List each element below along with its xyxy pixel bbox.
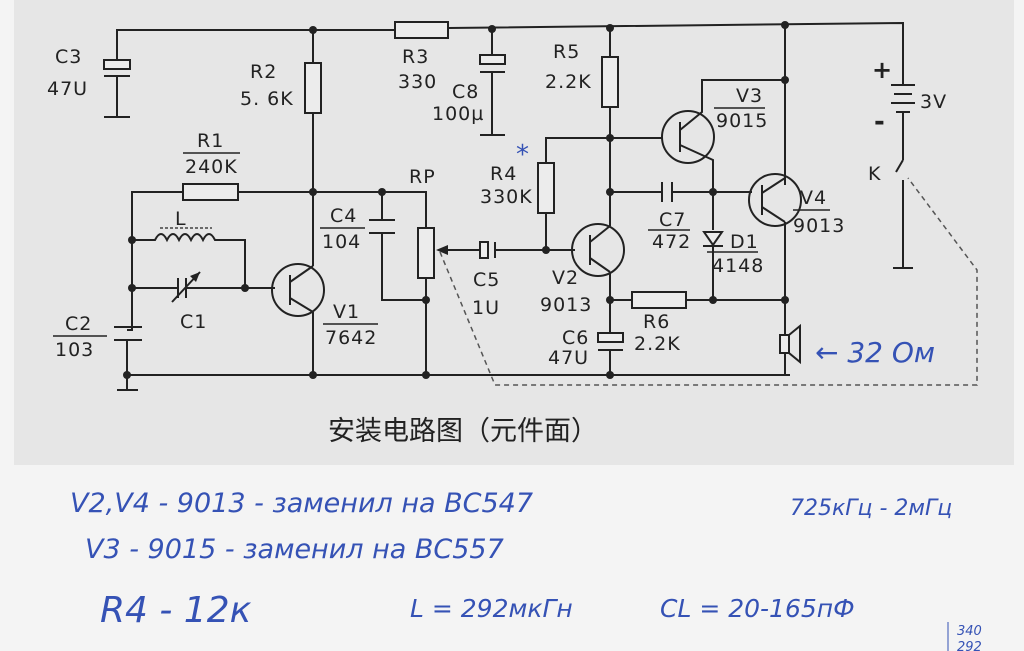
value-r2: 5. 6K [240,88,294,110]
label-c4: C4 [330,205,357,227]
value-v3: 9015 [716,110,768,132]
label-r4: R4 [490,163,517,185]
label-d1: D1 [730,231,759,253]
dashed-link [439,177,978,386]
note-capacitance: CL = 20-165пФ [660,594,855,623]
value-r1: 240K [185,156,238,178]
label-rp: RP [409,166,436,188]
label-c2: C2 [65,313,92,335]
r4-asterisk: * [516,140,529,170]
inductor-l [132,233,246,288]
diagram-title: 安装电路图（元件面） [328,416,598,447]
label-v4: V4 [800,187,827,209]
value-r6: 2.2K [634,333,681,355]
value-r3: 330 [398,71,437,93]
battery-plus: + [872,56,893,84]
note-corner-292: 292 [957,640,982,651]
top-rail-left [116,29,395,60]
capacitor-c3 [103,59,131,70]
value-c8: 100µ [432,103,484,125]
value-c6: 47U [548,347,589,369]
value-c4: 104 [322,231,361,253]
value-d1: 4148 [712,255,764,277]
label-c6: C6 [562,327,589,349]
capacitor-c8 [479,54,506,65]
label-v3: V3 [736,85,763,107]
transistor-v4 [748,173,802,227]
capacitor-c5 [479,241,489,259]
label-v1: V1 [333,301,360,323]
battery-voltage: 3V [920,91,947,113]
transistor-v1 [271,263,325,317]
battery-minus: - [874,107,886,137]
note-r4: R4 - 12к [100,590,252,631]
value-r4: 330K [480,186,533,208]
value-v2: 9013 [540,294,592,316]
label-c7: C7 [659,209,686,231]
value-c2: 103 [55,339,94,361]
label-c3: C3 [55,46,82,68]
resistor-r3 [394,21,449,39]
speaker [779,334,790,354]
label-k: K [868,163,881,185]
note-corner-340: 340 [957,624,982,639]
top-rail-right [447,21,904,85]
note-frequency: 725кГц - 2мГц [790,496,952,521]
switch-k [895,159,904,173]
transistor-v3 [661,110,715,164]
value-v1: 7642 [325,327,377,349]
diode-d1 [702,231,724,247]
value-c3: 47U [47,78,88,100]
label-r6: R6 [643,311,670,333]
label-v2: V2 [552,267,579,289]
value-c7: 472 [652,231,691,253]
note-v2-v4: V2,V4 - 9013 - заменил на BC547 [70,488,533,519]
value-c5: 1U [472,297,500,319]
label-r2: R2 [250,61,277,83]
label-c1: C1 [180,311,207,333]
value-v4: 9013 [793,215,845,237]
component-labels: C3 47U R2 5. 6K R3 330 C8 100µ R5 2.2K R… [47,41,947,369]
handwritten-notes: * ← 32 Ом V2,V4 - 9013 - заменил на BC54… [70,140,982,651]
resistor-r2 [304,62,322,114]
note-inductance: L = 292мкГн [410,594,573,623]
diagram-sheet [14,0,1014,465]
label-r3: R3 [402,46,429,68]
resistor-r4 [537,162,555,214]
label-l: L [175,208,187,230]
label-r5: R5 [553,41,580,63]
resistor-r6 [631,291,687,309]
label-r1: R1 [197,130,224,152]
resistor-r1 [182,183,239,201]
transistor-v2 [571,223,625,277]
capacitor-c6 [597,332,624,343]
speaker-impedance-note: ← 32 Ом [815,336,935,369]
label-c8: C8 [452,81,479,103]
note-v3: V3 - 9015 - заменил на BC557 [85,534,504,565]
resistor-r5 [601,56,619,108]
value-r5: 2.2K [545,71,592,93]
potentiometer-rp [417,227,435,279]
schematic [103,21,978,391]
label-c5: C5 [473,269,500,291]
